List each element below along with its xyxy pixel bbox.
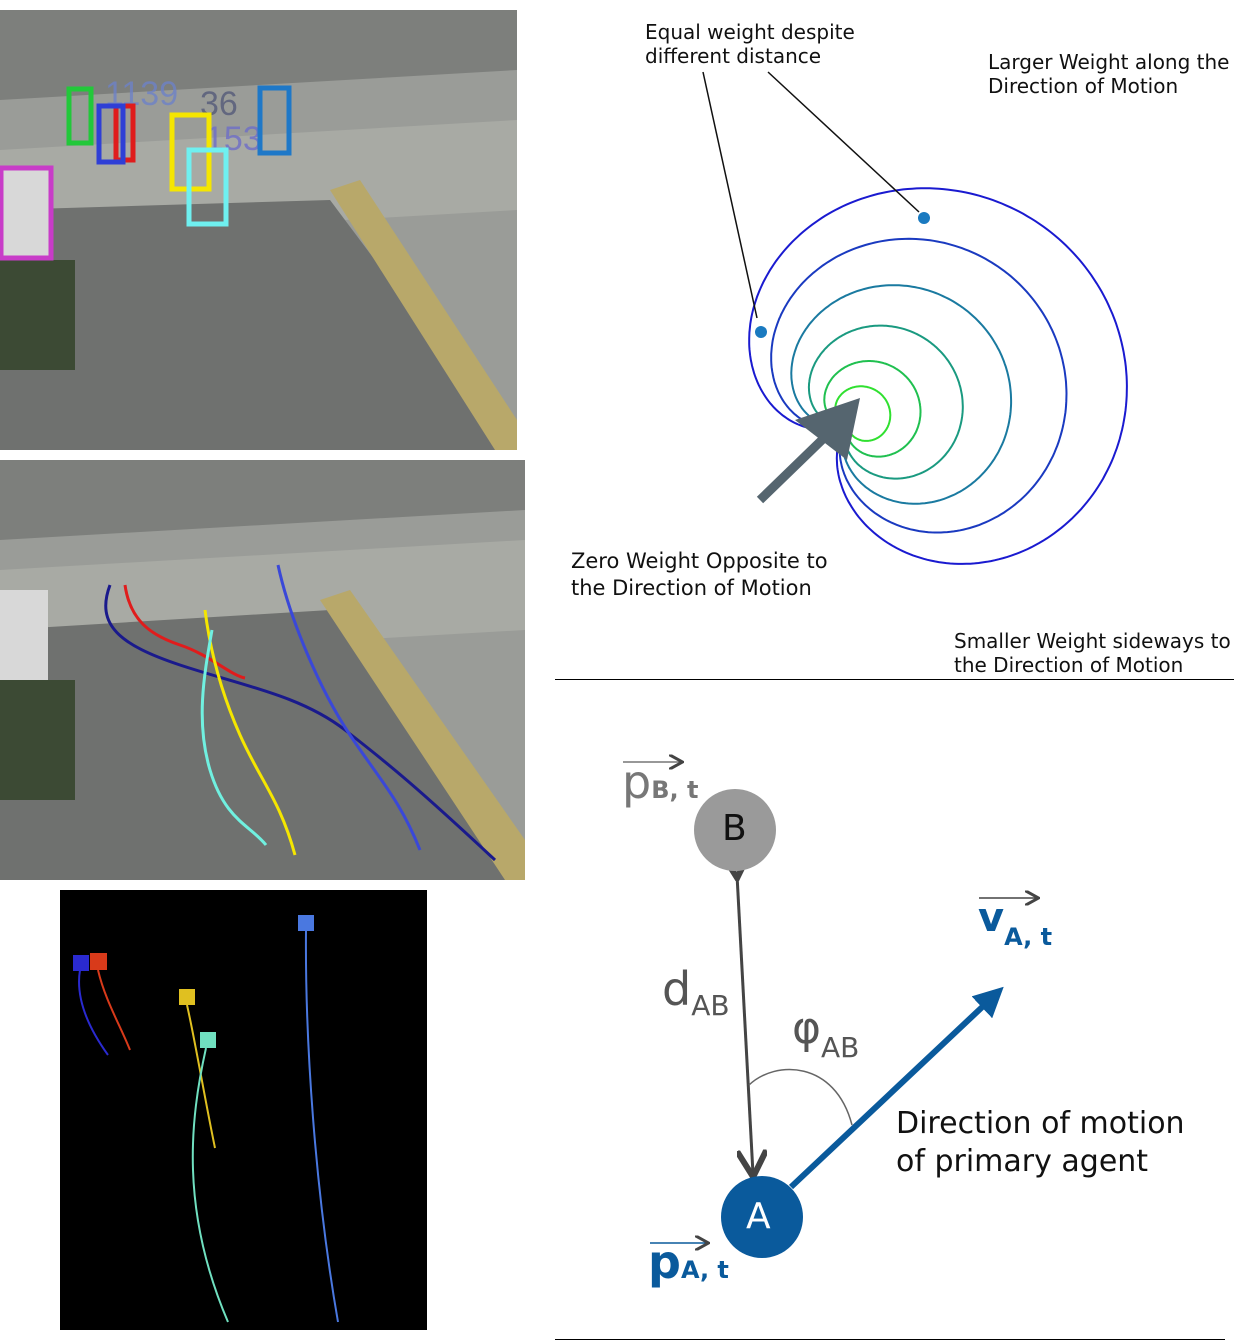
phi-ab-label: φAB (792, 1003, 859, 1064)
motion-arrow-shaft (756, 433, 829, 504)
section-divider (555, 679, 1234, 680)
bbox-dark-blue (257, 85, 292, 156)
agent-a-label: A (746, 1196, 771, 1237)
annotation-line: Zero Weight Opposite to (571, 549, 828, 573)
p-a-base: p (648, 1235, 681, 1289)
trajectory-cyan (200, 629, 268, 846)
trajectory-red (123, 584, 246, 680)
angle-arc (748, 1068, 853, 1126)
direction-label-line: Direction of motion (896, 1106, 1185, 1141)
map-marker-red (90, 953, 107, 970)
velocity-arrow (788, 986, 1004, 1190)
bottom-divider (555, 1339, 1225, 1340)
phi-ab-subscript: AB (821, 1031, 860, 1064)
d-ab-subscript: AB (691, 989, 730, 1022)
annotation-line: Equal weight despite (645, 20, 855, 44)
agent-a-circle (721, 1176, 803, 1258)
p-a-label: pA, t (648, 1235, 729, 1289)
map-track-red (97, 969, 131, 1051)
weight-contour-diagram (702, 71, 1128, 565)
d-ab-label: dAB (662, 962, 730, 1022)
map-marker-yellow (179, 989, 195, 1005)
d-ab-base: d (662, 962, 692, 1016)
trajectory-yellow (203, 609, 297, 856)
map-marker-teal (200, 1032, 216, 1048)
pointer-line-right (767, 71, 920, 213)
v-a-label: vA, t (978, 895, 1052, 951)
equal-weight-point-left (755, 326, 767, 338)
distance-arrow (737, 875, 753, 1174)
agent-b-label: B (722, 808, 747, 849)
p-b-base: p (622, 755, 652, 809)
agent-b-circle (694, 789, 776, 871)
detection-scene: 1139 36 153 (0, 10, 517, 450)
bbox-magenta (0, 165, 54, 261)
map-track-lightblue (304, 929, 339, 1323)
bbox-blue (96, 103, 126, 165)
equal-weight-point-right (918, 212, 930, 224)
motion-arrow-head (795, 398, 860, 460)
pointer-line-left (702, 71, 758, 319)
track-map-panel (60, 890, 427, 1330)
annotation-line: Direction of Motion (988, 74, 1179, 98)
annotation-line: different distance (645, 44, 822, 68)
p-b-label: pB, t (622, 755, 698, 809)
annotation-line: Larger Weight along the (988, 50, 1230, 74)
weight-contour (748, 187, 1128, 565)
bbox-cyan (186, 147, 229, 227)
map-track-teal (191, 1047, 229, 1323)
zero-weight-annotation: Zero Weight Opposite to the Direction of… (571, 548, 828, 602)
p-b-subscript: B, t (651, 776, 699, 804)
direction-of-motion-label: Direction of motion of primary agent (896, 1105, 1185, 1181)
direction-label-line: of primary agent (896, 1144, 1149, 1179)
trajectory-navy (104, 584, 497, 862)
smaller-weight-annotation: Smaller Weight sideways to the Direction… (954, 629, 1231, 677)
larger-weight-annotation: Larger Weight along the Direction of Mot… (988, 50, 1229, 98)
p-a-subscript: A, t (680, 1256, 729, 1284)
equal-weight-annotation: Equal weight despite different distance (645, 20, 855, 68)
v-a-subscript: A, t (1004, 923, 1053, 951)
phi-ab-base: φ (792, 1003, 822, 1054)
trajectory-scene (0, 460, 525, 880)
map-marker-blue (73, 955, 89, 971)
weight-contour (770, 237, 1068, 534)
detection-photo: 1139 36 153 (0, 10, 517, 450)
annotation-line: the Direction of Motion (571, 576, 812, 600)
trajectory-photo (0, 460, 525, 880)
v-a-base: v (978, 895, 1005, 941)
annotation-line: Smaller Weight sideways to (954, 629, 1231, 653)
trajectory-blue (276, 564, 422, 851)
track-map (73, 915, 339, 1323)
map-marker-lightblue (298, 915, 314, 931)
bbox-green (66, 86, 94, 146)
annotation-line: the Direction of Motion (954, 653, 1184, 677)
geometry-diagram (623, 690, 1236, 1258)
map-track-blue (78, 969, 109, 1056)
